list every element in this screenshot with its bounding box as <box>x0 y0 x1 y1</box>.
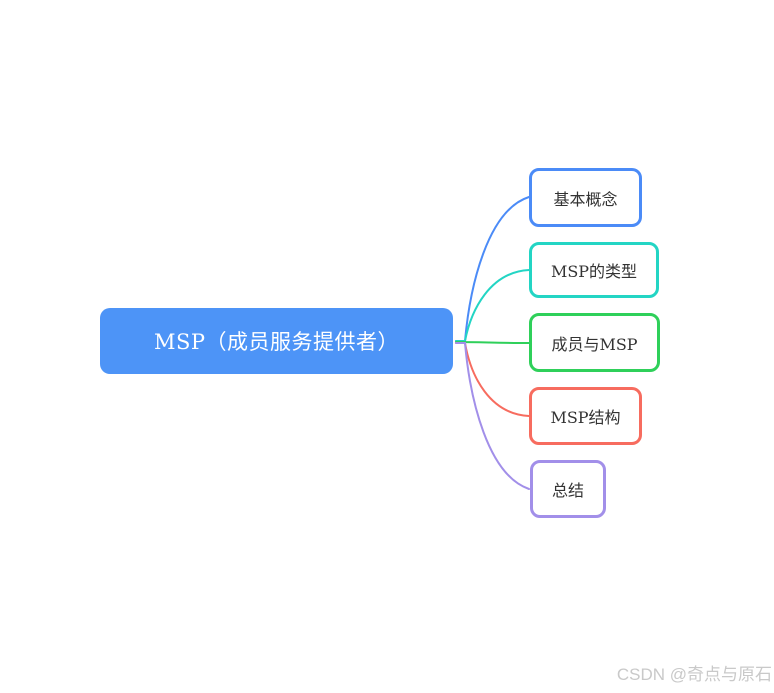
root-node[interactable]: MSP（成员服务提供者） <box>100 308 453 374</box>
connector-line <box>455 342 530 417</box>
branch-node-members-and-msp[interactable]: 成员与MSP <box>529 313 660 372</box>
branch-node-label: MSP的类型 <box>550 262 638 281</box>
connector-line <box>455 342 530 490</box>
csdn-watermark: CSDN @奇点与原石 <box>616 665 772 684</box>
connector-line <box>455 269 530 342</box>
branch-node-label: 总结 <box>551 481 584 500</box>
connector-line <box>455 341 530 344</box>
branch-node-label: 成员与MSP <box>551 334 638 354</box>
root-node-label: MSP（成员服务提供者） <box>153 330 400 354</box>
branch-node-label: MSP结构 <box>550 408 621 427</box>
branch-node-basic-concepts[interactable]: 基本概念 <box>529 168 642 227</box>
branch-node-msp-types[interactable]: MSP的类型 <box>529 242 659 298</box>
connector-line <box>455 196 530 342</box>
branch-node-label: 基本概念 <box>553 189 618 209</box>
branch-node-msp-structure[interactable]: MSP结构 <box>529 387 642 445</box>
branch-node-summary[interactable]: 总结 <box>530 460 606 518</box>
